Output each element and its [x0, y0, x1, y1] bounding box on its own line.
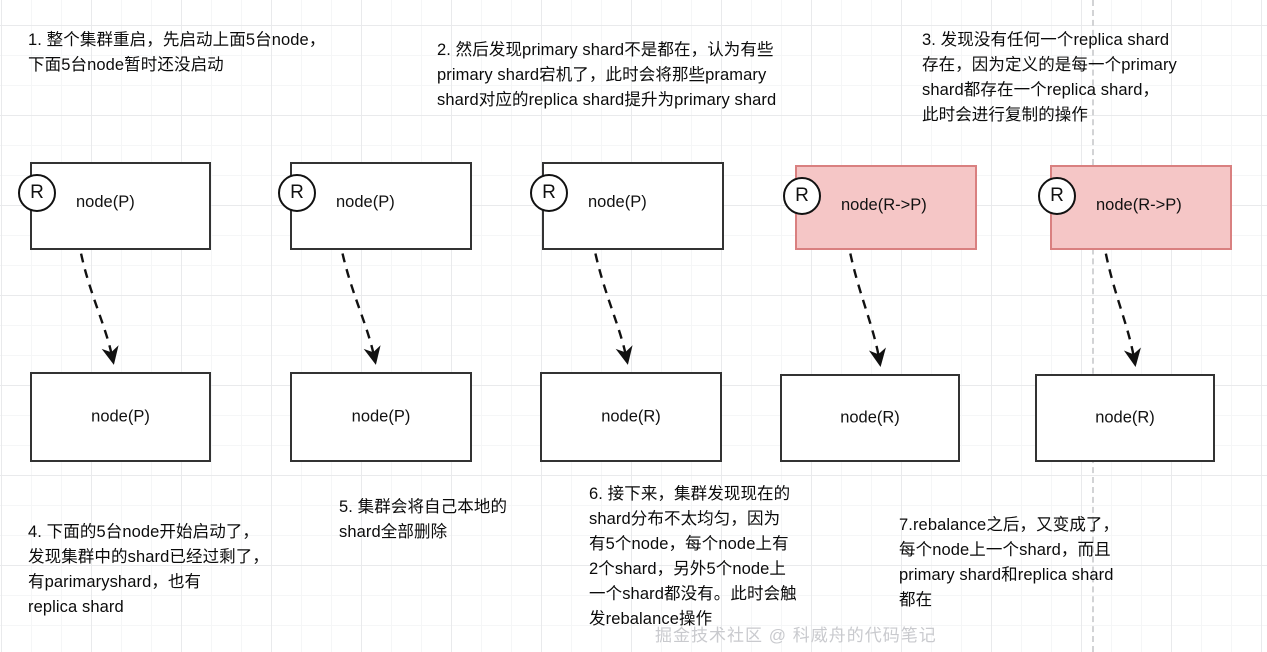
annotation-note-7: 7.rebalance之后，又变成了， 每个node上一个shard，而且 pr…: [899, 516, 1120, 609]
bottom-node-label-3: node(R): [601, 407, 661, 426]
annotation-note-4: 4. 下面的5台node开始启动了， 发现集群中的shard已经过剩了， 有pa…: [28, 523, 269, 616]
bottom-node-box-1[interactable]: node(P): [30, 372, 211, 462]
bottom-node-label-5: node(R): [1095, 408, 1155, 427]
annotation-note-2: 2. 然后发现primary shard不是都在，认为有些 primary sh…: [437, 41, 777, 109]
annotation-note-3: 3. 发现没有任何一个replica shard 存在，因为定义的是每一个pri…: [922, 31, 1177, 124]
annotation-note-1: 1. 整个集群重启，先启动上面5台node， 下面5台node暂时还没启动: [28, 31, 326, 74]
top-node-label-4: node(R->P): [841, 196, 927, 214]
top-node-label-2: node(P): [336, 193, 395, 211]
top-node-box-2[interactable]: R node(P): [278, 162, 472, 250]
top-node-label-3: node(P): [588, 193, 647, 211]
annotation-note-6: 6. 接下来，集群发现现在的 shard分布不太均匀，因为 有5个node，每个…: [589, 485, 797, 628]
replica-badge-icon: R: [18, 174, 56, 212]
replica-badge-icon: R: [783, 177, 821, 215]
replica-badge-icon: R: [530, 174, 568, 212]
watermark-text: 掘金技术社区 @ 科威舟的代码笔记: [655, 626, 937, 645]
top-node-label-1: node(P): [76, 193, 135, 211]
top-node-label-5: node(R->P): [1096, 196, 1182, 214]
bottom-node-box-4[interactable]: node(R): [780, 374, 960, 462]
bottom-node-box-3[interactable]: node(R): [540, 372, 722, 462]
page-break-guide: [1092, 0, 1094, 652]
bottom-node-box-2[interactable]: node(P): [290, 372, 472, 462]
annotation-note-5: 5. 集群会将自己本地的 shard全部删除: [339, 498, 508, 541]
top-node-box-3[interactable]: R node(P): [530, 162, 724, 250]
top-node-box-4[interactable]: R node(R->P): [783, 165, 977, 250]
bottom-node-label-4: node(R): [840, 408, 900, 427]
replica-badge-icon: R: [278, 174, 316, 212]
top-node-box-1[interactable]: R node(P): [18, 162, 211, 250]
bottom-node-label-2: node(P): [351, 407, 411, 426]
replica-badge-icon: R: [1038, 177, 1076, 215]
bottom-node-label-1: node(P): [91, 407, 150, 426]
bottom-node-box-5[interactable]: node(R): [1035, 374, 1215, 462]
top-node-box-5[interactable]: R node(R->P): [1038, 165, 1232, 250]
